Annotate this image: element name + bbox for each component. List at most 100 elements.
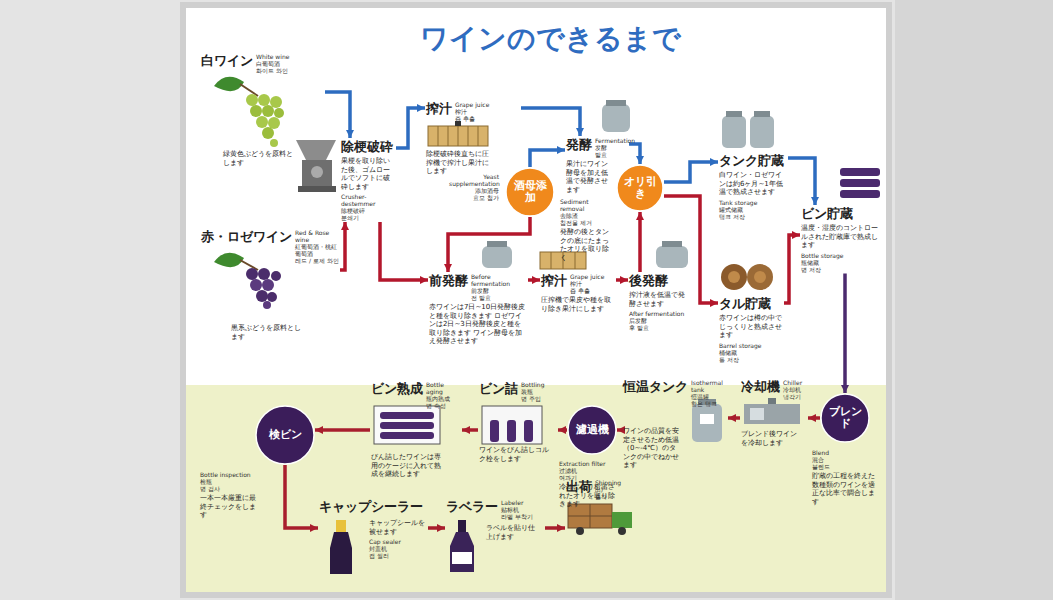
step-sublabel: Chiller: [783, 379, 802, 386]
step-sublabel: After fermentation: [629, 310, 691, 317]
flow-arrow: [462, 428, 478, 432]
step-description: 搾汁液を低温で発酵させます: [629, 291, 691, 308]
circle-notes: Sediment removal去除渣침전물 제거発酵の後とタンクの底にたまった…: [560, 198, 614, 262]
cap-sealer-icon: [330, 520, 352, 574]
step-sublabel: Bottle inspection: [200, 471, 262, 478]
step-sublabel: 桶储藏: [719, 349, 783, 356]
process-step: キャップシーラーキャップシールを被せますCap sealer封盖机캡 씰러: [318, 498, 428, 560]
heading-row: 冷却機Chiller冷却机냉각기: [741, 379, 807, 400]
pre-fermentation-tank-icon: [482, 246, 512, 268]
step-description: 赤ワインは樽の中でじっくりと熟成させます: [719, 314, 783, 340]
heading-row: 恒温タンクIsothermal tank恒温罐항온 탱크: [623, 379, 727, 407]
flow-arrow: [521, 108, 580, 136]
aging-cage-icon: [380, 422, 434, 429]
step-sublabel: 병 숙성: [426, 402, 461, 409]
icon-space: [623, 407, 727, 427]
bottle-rack-icon: [840, 168, 880, 198]
step-sublabel: 라벨 부착기: [501, 513, 533, 520]
step-sublabel: 레드 / 로제 와인: [295, 257, 339, 264]
step-title: 前発酵: [429, 273, 468, 289]
step-sublabel: Shipping: [595, 479, 621, 486]
step-title: 搾汁: [541, 273, 567, 289]
crusher-icon: [302, 160, 332, 186]
sublabels: Grape juice榨汁즙 추출: [570, 273, 604, 294]
barrels-icon: [754, 271, 766, 283]
press-icon: [428, 121, 488, 146]
truck-icon: [612, 512, 632, 528]
circle-shape: [506, 168, 554, 216]
red-grapes-icon: [271, 271, 281, 281]
heading-row: 白ワインWhite wine白葡萄酒화이트 와인: [201, 53, 324, 74]
flow-arrow: [728, 416, 740, 420]
step-description: 除梗破砕後直ちに圧搾機で搾汁し果汁にします: [426, 150, 494, 176]
step-sublabel: Cap sealer: [369, 538, 427, 545]
step-sublabel: Blend: [812, 449, 878, 456]
red-grapes-icon: [246, 268, 258, 280]
heading-row: 除梗破砕: [341, 139, 395, 155]
sublabels: Isothermal tank恒温罐항온 탱크: [691, 379, 727, 407]
icon-space: [801, 222, 881, 224]
sublabels: Cap sealer封盖机캡 씰러: [369, 538, 427, 559]
process-step: 恒温タンクIsothermal tank恒温罐항온 탱크 ワインの品質を安定させる…: [622, 378, 728, 471]
isothermal-tank-icon: [692, 404, 722, 442]
sublabels: Crusher-destemmer除梗破碎분쇄기: [341, 193, 395, 221]
isothermal-tank-icon: [700, 414, 714, 424]
white-grapes-icon: [214, 77, 284, 147]
icon-space: [341, 155, 395, 157]
flow-arrow: [285, 465, 318, 528]
circle-inner: 濾過機: [567, 405, 617, 455]
step-sublabel: Crusher-destemmer: [341, 193, 395, 207]
press-icon: [428, 126, 488, 146]
sublabels: Shipping出厂출하: [595, 479, 621, 500]
step-sublabel: 恒温罐: [691, 393, 727, 400]
step-sublabel: 통 저장: [719, 356, 783, 363]
crusher-icon: [298, 186, 336, 192]
post-fermentation-tank-icon: [656, 241, 688, 268]
step-description: ワインの品質を安定させるため低温（0~-4℃）のタンクの中でねかせます: [623, 427, 681, 470]
step-sublabel: 블렌드: [812, 463, 878, 470]
step-sublabel: 去除渣: [560, 212, 614, 219]
icon-space: [446, 520, 544, 524]
step-title: 白ワイン: [201, 53, 253, 69]
step-description: 白ワイン・ロゼワインは約6ヶ月~1年低温で熟成させます: [719, 171, 787, 197]
heading-row: 搾汁Grape juice榨汁즙 추출: [426, 101, 520, 122]
flow-arrow: [558, 428, 567, 432]
heading-row: 搾汁Grape juice榨汁즙 추출: [541, 273, 615, 294]
flow-arrow: [396, 108, 425, 148]
storage-tanks-icon: [750, 116, 774, 148]
sublabels: Bottle aging瓶内熟成병 숙성: [426, 381, 461, 409]
process-step: 搾汁Grape juice榨汁즙 추출 除梗破砕後直ちに圧搾機で搾汁し果汁にします: [425, 100, 521, 177]
icon-space: [371, 409, 461, 453]
aging-cage-icon: [380, 412, 434, 419]
step-title: 除梗破砕: [341, 139, 393, 155]
circle-notes: Bottle inspection检瓶병 검사一本一本厳重に最終チェックをします: [200, 471, 262, 520]
white-grapes-icon: [268, 117, 280, 129]
step-sublabel: 混合: [812, 456, 878, 463]
barrels-icon: [721, 264, 773, 290]
aging-cage-icon: [374, 406, 440, 444]
post-fermentation-tank-icon: [656, 246, 688, 268]
sublabels: White wine白葡萄酒화이트 와인: [256, 53, 289, 74]
process-step: 冷却機Chiller冷却机냉각기ブレンド後ワインを冷却します: [740, 378, 808, 448]
process-step: 搾汁Grape juice榨汁즙 추출圧搾機で果皮や種を取り除き果汁にします: [540, 272, 616, 314]
process-circle: ブレンドBlend混合블렌드貯蔵の工程を終えた数種類のワインを適正な比率で調合し…: [820, 393, 870, 443]
white-grapes-icon: [262, 127, 274, 139]
step-title: 搾汁: [426, 101, 452, 117]
icon-space: [319, 515, 427, 519]
step-sublabel: 除梗破碎: [341, 207, 395, 214]
press-icon: [551, 252, 552, 269]
process-step: 出荷Shipping出厂출하: [565, 478, 645, 539]
storage-tanks-icon: [722, 111, 774, 148]
fermentation-tank-icon: [602, 100, 630, 132]
step-sublabel: Sediment removal: [560, 198, 614, 212]
step-sublabel: Before fermentation: [471, 273, 527, 287]
flow-arrow: [616, 278, 628, 282]
aging-cage-icon: [380, 432, 434, 439]
pre-fermentation-tank-icon: [487, 241, 507, 247]
red-grapes-icon: [263, 301, 271, 309]
bottom-band: [186, 385, 886, 592]
flow-arrow: [530, 150, 565, 167]
step-description: 一本一本厳重に最終チェックをします: [200, 494, 262, 520]
step-sublabel: Yeast supplementation: [449, 173, 499, 187]
process-step: 赤・ロゼワインRed & Rose wine紅葡萄酒・桃紅葡萄酒레드 / 로제 …: [200, 228, 340, 342]
